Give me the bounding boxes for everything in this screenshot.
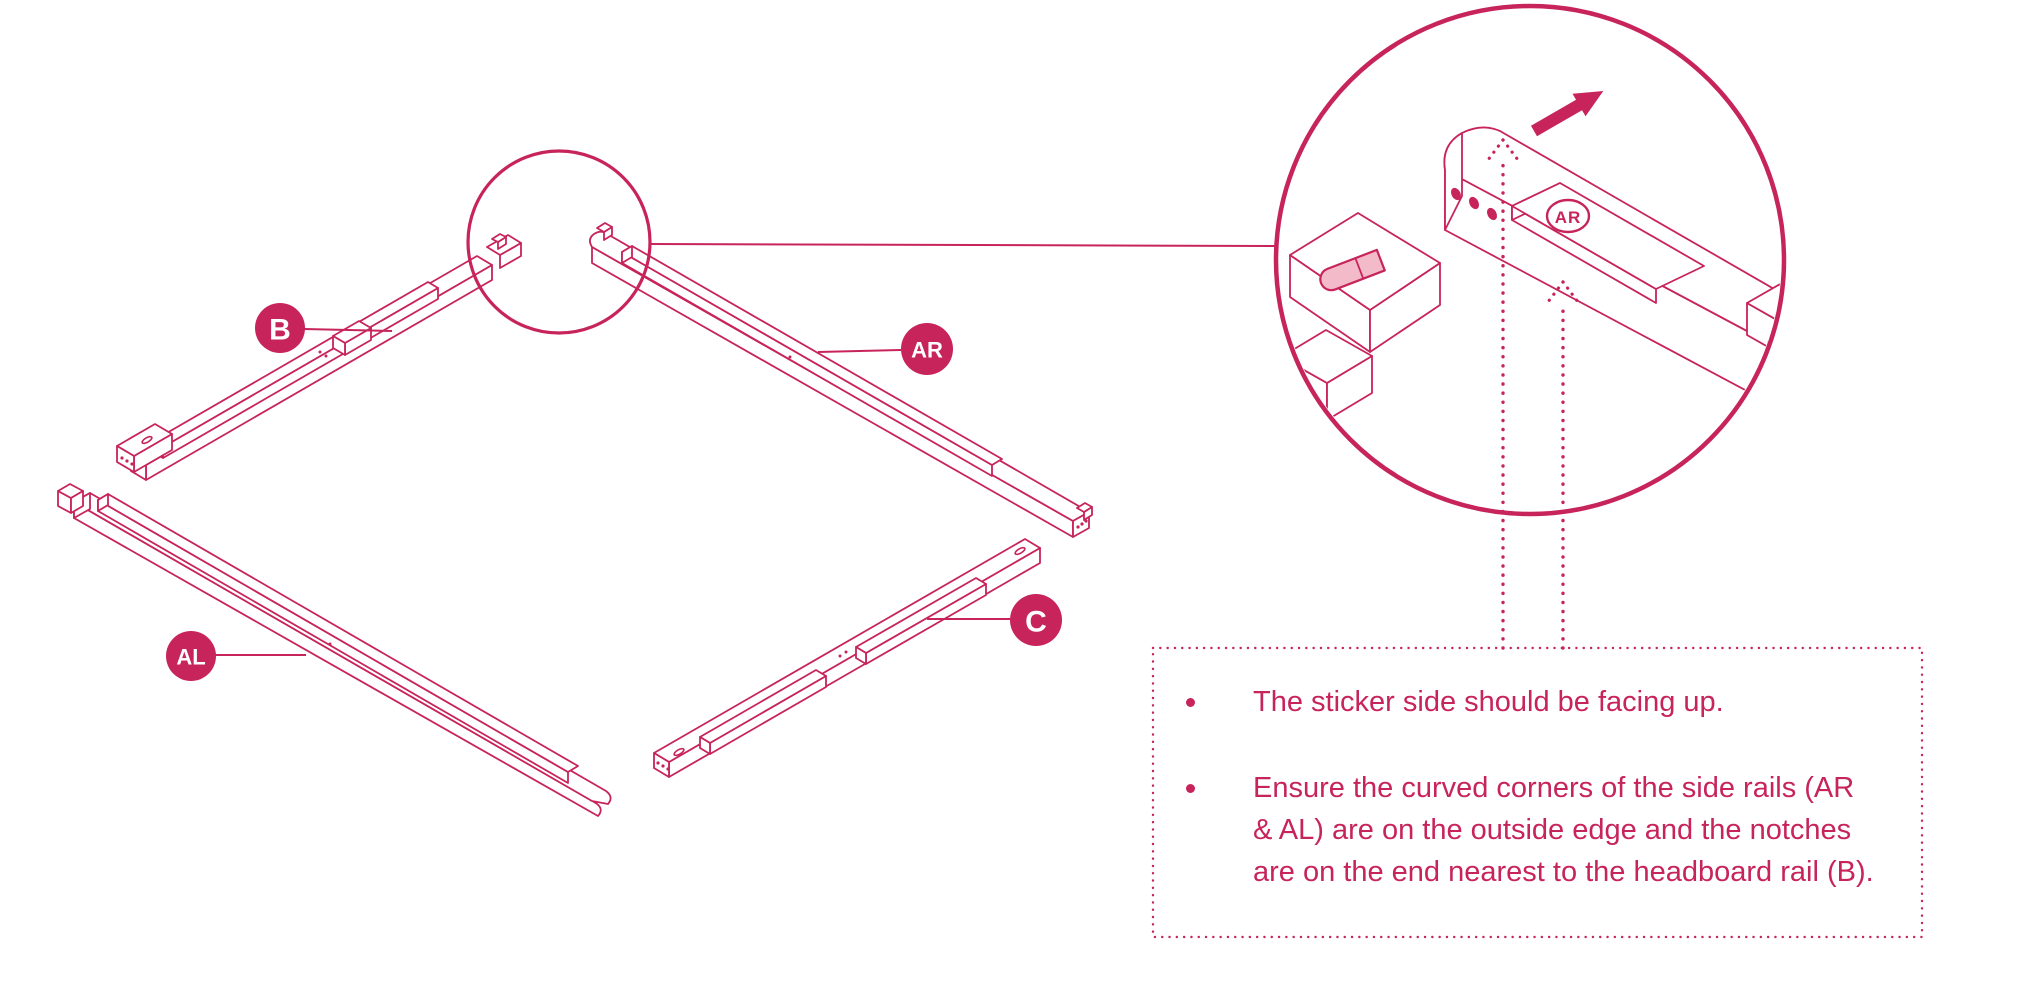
bullet-dot-1 [1186,698,1195,707]
note-box-border [1151,646,1924,939]
part-badge-ar-label: AR [911,338,943,363]
magnified-rail-ar: AR [1443,126,1781,416]
magnifier-link-line [649,243,1280,247]
note-bullet-1: The sticker side should be facing up. [1253,681,1724,723]
note-bullet-2: Ensure the curved corners of the side ra… [1253,767,1874,893]
sticker-label: AR [1555,208,1582,227]
note-line: & AL) are on the outside edge and the no… [1253,814,1852,846]
part-badge-c-label: C [1025,606,1047,639]
magnifier-detail: AR [1280,126,1781,421]
bullet-dot-2 [1186,784,1195,793]
dotted-arrow-2 [1546,280,1580,650]
notch-slot [1319,248,1386,292]
callout-circle-small [466,149,652,335]
rail-b [116,233,522,481]
part-badge-c: C [927,594,1062,646]
part-badge-ar: AR [817,323,953,375]
rail-c [653,538,1041,778]
part-badge-al-label: AL [176,645,205,670]
part-badge-b-label: B [269,314,291,347]
note-line: are on the end nearest to the headboard … [1253,856,1874,888]
note-box: The sticker side should be facing up. En… [1153,648,1922,937]
note-line: The sticker side should be facing up. [1253,686,1724,718]
direction-arrow [1531,91,1604,137]
dotted-arrow-1 [1486,138,1520,650]
note-line: Ensure the curved corners of the side ra… [1253,772,1855,804]
part-badge-al: AL [166,631,306,681]
rail-ar [589,222,1093,538]
sticker-oval [1545,198,1591,234]
rail-al [57,483,612,817]
magnifier-circle: AR [1273,3,1787,517]
part-badge-b: B [255,303,393,353]
